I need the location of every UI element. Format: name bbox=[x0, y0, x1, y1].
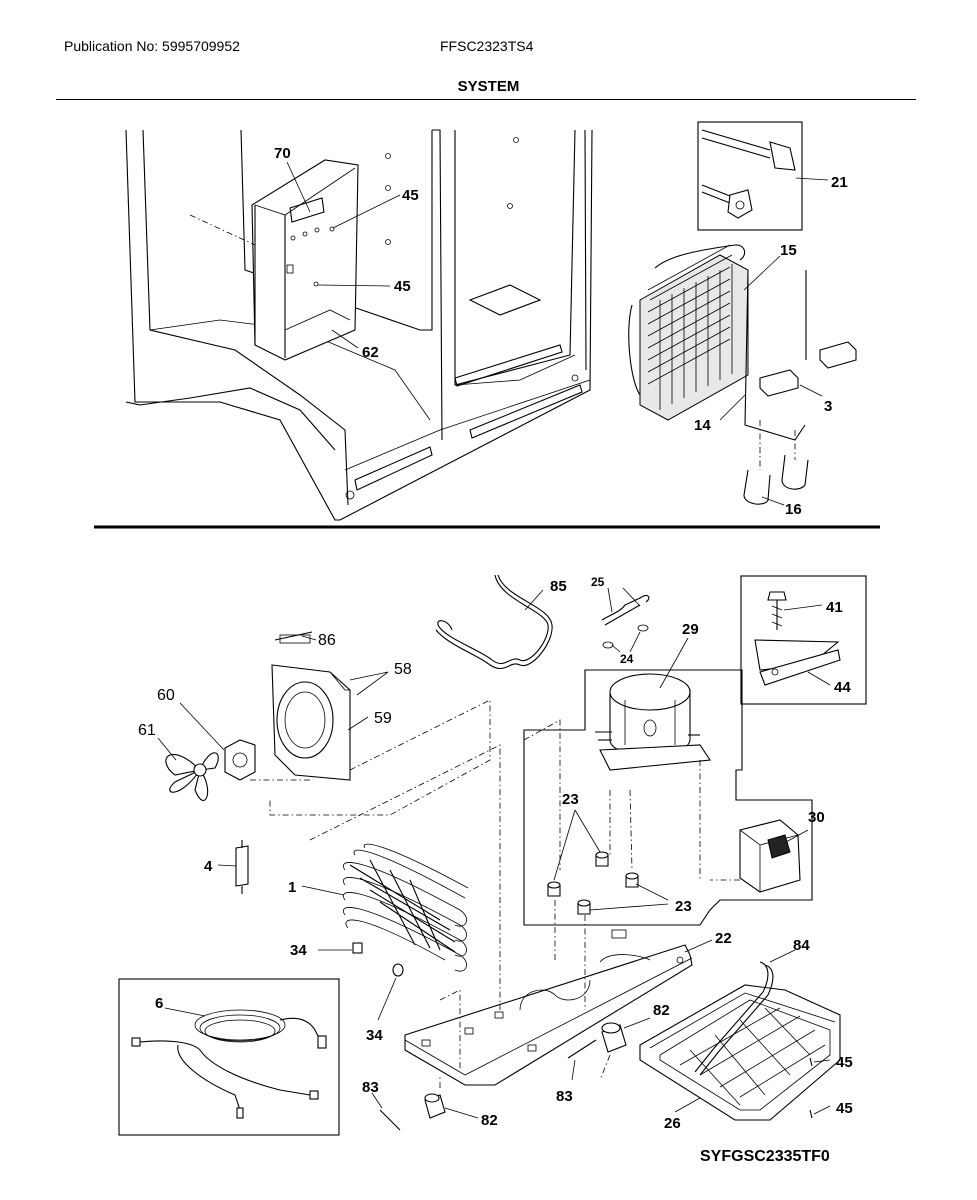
callout-6: 6 bbox=[155, 995, 163, 1012]
header-divider bbox=[56, 99, 916, 100]
callout-14: 14 bbox=[694, 417, 711, 434]
callout-61: 61 bbox=[138, 722, 156, 739]
callout-labels: 70 45 45 62 21 15 3 14 16 85 25 24 29 41… bbox=[138, 145, 853, 1132]
callout-82-a: 82 bbox=[653, 1002, 670, 1019]
callout-26: 26 bbox=[664, 1115, 681, 1132]
callout-82-b: 82 bbox=[481, 1112, 498, 1129]
diagram-code: SYFGSC2335TF0 bbox=[700, 1148, 830, 1165]
lower-leader-lines bbox=[157, 587, 831, 1119]
callout-23-a: 23 bbox=[562, 791, 579, 808]
callout-83-a: 83 bbox=[362, 1079, 379, 1096]
publication-number: Publication No: 5995709952 bbox=[64, 38, 240, 54]
callout-4: 4 bbox=[204, 858, 213, 875]
callout-45-upper-a: 45 bbox=[402, 187, 419, 204]
evaporator-parts-14-3-16 bbox=[743, 269, 857, 505]
callout-84: 84 bbox=[793, 937, 810, 954]
harness-inset-box bbox=[118, 978, 340, 1136]
condenser-tube-85 bbox=[435, 574, 553, 670]
callout-85: 85 bbox=[550, 578, 567, 595]
callout-62: 62 bbox=[362, 344, 379, 361]
defrost-heater-inset-box bbox=[697, 121, 803, 231]
fan-motor-60 bbox=[224, 739, 256, 781]
compressor-enclosure bbox=[523, 669, 813, 926]
callout-1: 1 bbox=[288, 879, 296, 896]
callout-58: 58 bbox=[394, 661, 412, 678]
callout-23-b: 23 bbox=[675, 898, 692, 915]
callout-86: 86 bbox=[318, 632, 336, 649]
fan-shroud-59 bbox=[271, 631, 351, 781]
callout-30: 30 bbox=[808, 809, 825, 826]
drain-pan-62 bbox=[189, 159, 359, 361]
callout-44: 44 bbox=[834, 679, 851, 696]
drier-4 bbox=[235, 840, 249, 894]
callout-22: 22 bbox=[715, 930, 732, 947]
overload-parts-25-24 bbox=[601, 594, 650, 649]
callout-45-lower-a: 45 bbox=[836, 1054, 853, 1071]
section-title: SYSTEM bbox=[457, 78, 520, 95]
base-plate-22 bbox=[404, 929, 693, 1086]
callout-21: 21 bbox=[831, 174, 848, 191]
screws-83 bbox=[379, 1039, 597, 1131]
upper-leader-lines bbox=[286, 161, 829, 506]
callout-45-upper-b: 45 bbox=[394, 278, 411, 295]
screw-inset-box bbox=[740, 575, 867, 705]
bumpers-34 bbox=[352, 942, 404, 977]
feet-82 bbox=[424, 1022, 627, 1119]
callout-59: 59 bbox=[374, 710, 392, 727]
condenser-1 bbox=[343, 843, 469, 972]
callout-34-a: 34 bbox=[290, 942, 307, 959]
drain-tube-84 bbox=[694, 961, 774, 1076]
callout-16: 16 bbox=[785, 501, 802, 518]
callout-41: 41 bbox=[826, 599, 843, 616]
small-screws-45 bbox=[809, 1057, 813, 1119]
callout-25: 25 bbox=[591, 575, 605, 589]
callout-70: 70 bbox=[274, 145, 291, 162]
callout-45-lower-b: 45 bbox=[836, 1100, 853, 1117]
callout-24: 24 bbox=[620, 652, 634, 666]
drain-pan-26 bbox=[639, 984, 841, 1121]
fan-blade-61 bbox=[165, 752, 219, 801]
callout-83-b: 83 bbox=[556, 1088, 573, 1105]
callout-60: 60 bbox=[157, 687, 175, 704]
callout-29: 29 bbox=[682, 621, 699, 638]
model-number: FFSC2323TS4 bbox=[440, 38, 534, 54]
grommets-23 bbox=[547, 851, 639, 915]
relay-30 bbox=[739, 819, 801, 893]
callout-15: 15 bbox=[780, 242, 797, 259]
callout-34-b: 34 bbox=[366, 1027, 383, 1044]
evaporator-coil-15 bbox=[628, 244, 749, 421]
compressor-29 bbox=[595, 673, 711, 771]
cabinet-liner bbox=[125, 129, 593, 521]
projection-lines bbox=[250, 699, 740, 1088]
callout-3: 3 bbox=[824, 398, 832, 415]
